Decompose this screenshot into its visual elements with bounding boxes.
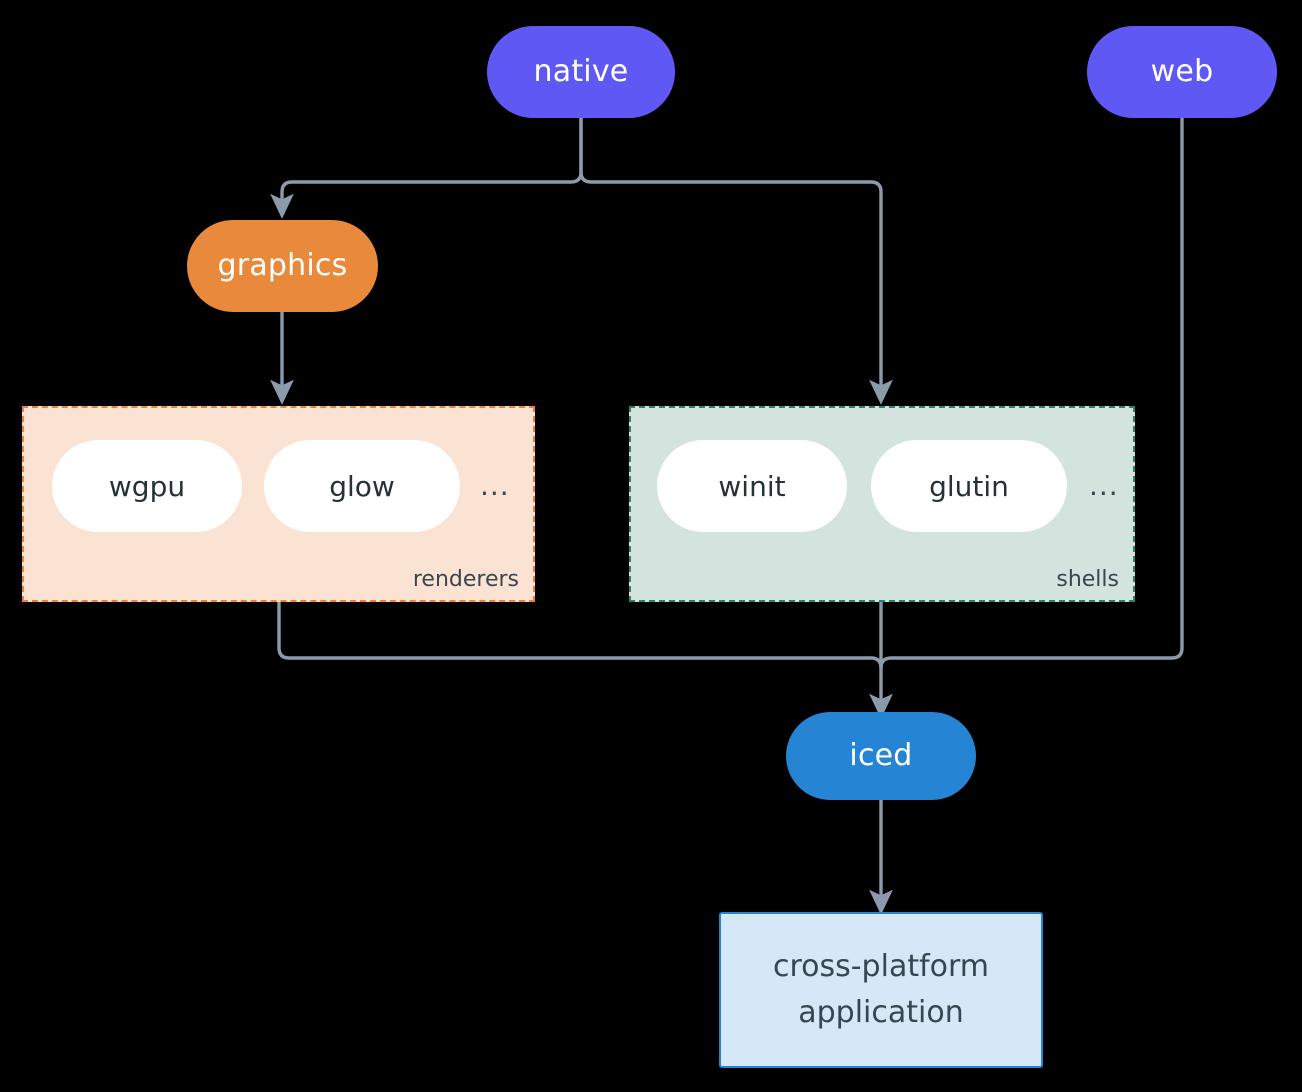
group-shells: winit glutin ... shells bbox=[629, 406, 1135, 602]
chip-wgpu-label: wgpu bbox=[108, 469, 186, 503]
node-graphics-label: graphics bbox=[217, 248, 348, 284]
node-application-line2: application bbox=[798, 995, 964, 1030]
node-web[interactable]: web bbox=[1087, 26, 1277, 118]
group-renderers-label: renderers bbox=[412, 567, 519, 592]
node-graphics[interactable]: graphics bbox=[187, 220, 378, 312]
node-web-label: web bbox=[1150, 54, 1214, 90]
node-iced[interactable]: iced bbox=[786, 712, 976, 800]
renderers-overflow-ellipsis: ... bbox=[480, 468, 510, 502]
edge-native-to-graphics bbox=[270, 180, 571, 219]
edge-renderers-to-bus bbox=[277, 602, 871, 660]
chip-glutin-label: glutin bbox=[929, 469, 1009, 503]
chip-glow[interactable]: glow bbox=[264, 440, 460, 532]
node-application-text: cross-platform application bbox=[773, 944, 989, 1037]
node-native-label: native bbox=[533, 54, 629, 90]
chip-winit-label: winit bbox=[718, 469, 786, 503]
edge-native-bus bbox=[570, 118, 583, 184]
node-native[interactable]: native bbox=[487, 26, 675, 118]
renderers-overflow-label: ... bbox=[480, 468, 510, 502]
group-renderers: wgpu glow ... renderers bbox=[22, 406, 535, 602]
node-application-line1: cross-platform bbox=[772, 948, 990, 984]
chip-wgpu[interactable]: wgpu bbox=[52, 440, 242, 532]
chip-glutin[interactable]: glutin bbox=[871, 440, 1067, 532]
chip-winit[interactable]: winit bbox=[657, 440, 847, 532]
edge-merge-fillet-left bbox=[870, 656, 883, 669]
edge-native-to-shells bbox=[591, 180, 893, 405]
node-application[interactable]: cross-platform application bbox=[719, 912, 1043, 1068]
shells-overflow-label: ... bbox=[1089, 468, 1119, 502]
node-iced-label: iced bbox=[849, 738, 913, 774]
shells-overflow-ellipsis: ... bbox=[1089, 468, 1119, 502]
edge-native-bus-right bbox=[579, 118, 592, 184]
edge-merge-fillet-right bbox=[879, 656, 892, 669]
chip-glow-label: glow bbox=[329, 469, 395, 503]
group-shells-label: shells bbox=[1056, 567, 1119, 592]
